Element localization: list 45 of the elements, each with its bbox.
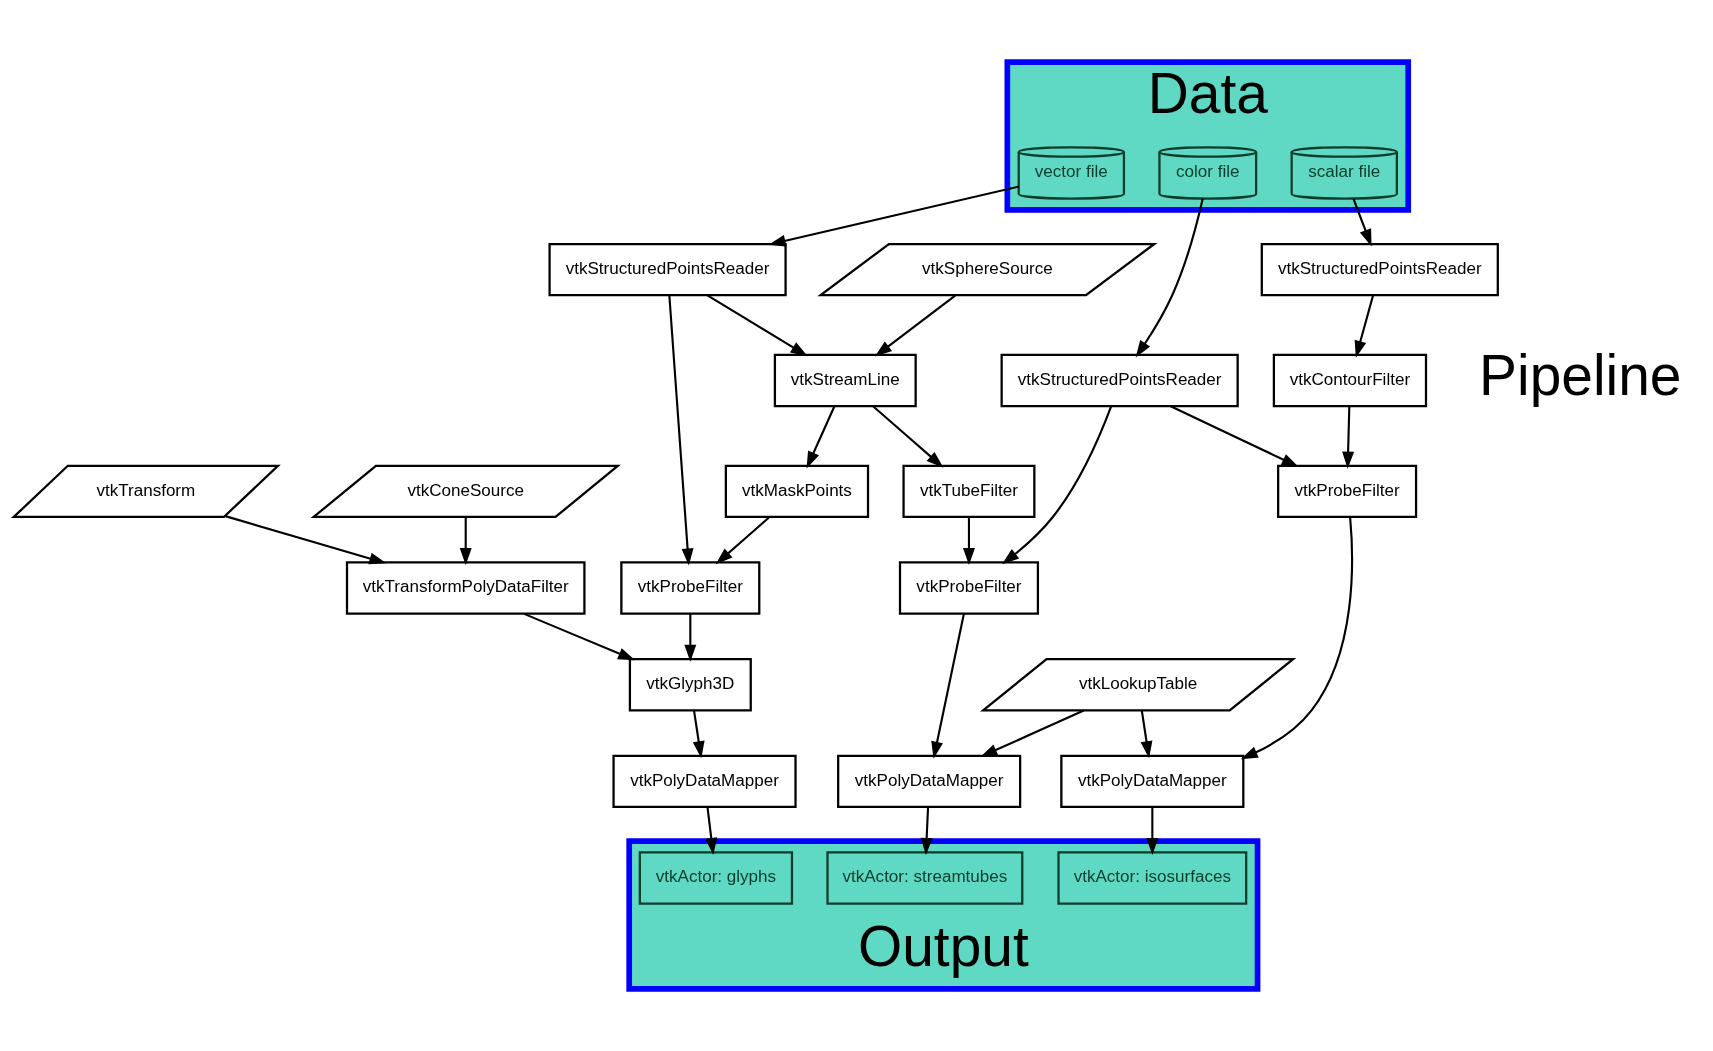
node-box: vtkProbeFilter: [620, 561, 761, 615]
node-box: vtkProbeFilter: [1277, 464, 1418, 519]
arrow: [962, 517, 975, 566]
arrow: [806, 406, 836, 469]
arrow: [1240, 517, 1354, 760]
arrow: [872, 405, 944, 468]
arrow: [980, 709, 1085, 757]
node-box: vtkActor: streamtubes: [826, 851, 1024, 905]
label: Pipeline: [1479, 343, 1682, 407]
arrow: [920, 807, 933, 856]
node-box: vtkStructuredPointsReader: [1000, 353, 1239, 408]
arrow: [1354, 295, 1375, 358]
arrow: [706, 294, 808, 357]
node-box: vtkContourFilter: [1272, 353, 1428, 408]
arrow: [1352, 198, 1372, 247]
node-box: vtkStreamLine: [773, 353, 917, 408]
arrow: [1140, 710, 1153, 759]
node-box: vtkTransformPolyDataFilter: [345, 561, 586, 615]
node-box: vtkMaskPoints: [724, 464, 870, 519]
node-box: vtkTubeFilter: [902, 464, 1036, 519]
arrow: [1002, 405, 1113, 565]
node-box: vtkActor: isosurfaces: [1057, 851, 1248, 905]
arrow: [1146, 807, 1159, 856]
arrow: [931, 613, 965, 759]
arrow: [1135, 198, 1204, 358]
arrow: [1342, 406, 1355, 469]
node-box: vtkProbeFilter: [898, 561, 1040, 615]
node-box: vtkStructuredPointsReader: [548, 242, 787, 297]
arrow: [1170, 405, 1299, 467]
arrow: [668, 295, 694, 566]
node-box: vtkPolyDataMapper: [612, 754, 797, 809]
arrow: [874, 294, 956, 357]
node-box: vtkStructuredPointsReader: [1260, 242, 1499, 297]
node-box: vtkGlyph3D: [628, 658, 752, 712]
node-box: vtkActor: glyphs: [638, 851, 794, 905]
arrow: [225, 515, 387, 565]
node-box: vtkPolyDataMapper: [1060, 754, 1245, 809]
arrow: [459, 517, 472, 566]
arrow: [684, 614, 697, 662]
node-box: vtkPolyDataMapper: [837, 754, 1022, 809]
arrow: [523, 612, 636, 661]
arrow: [715, 516, 770, 565]
arrow: [705, 807, 718, 856]
arrow: [768, 185, 1019, 247]
arrow: [692, 710, 705, 759]
